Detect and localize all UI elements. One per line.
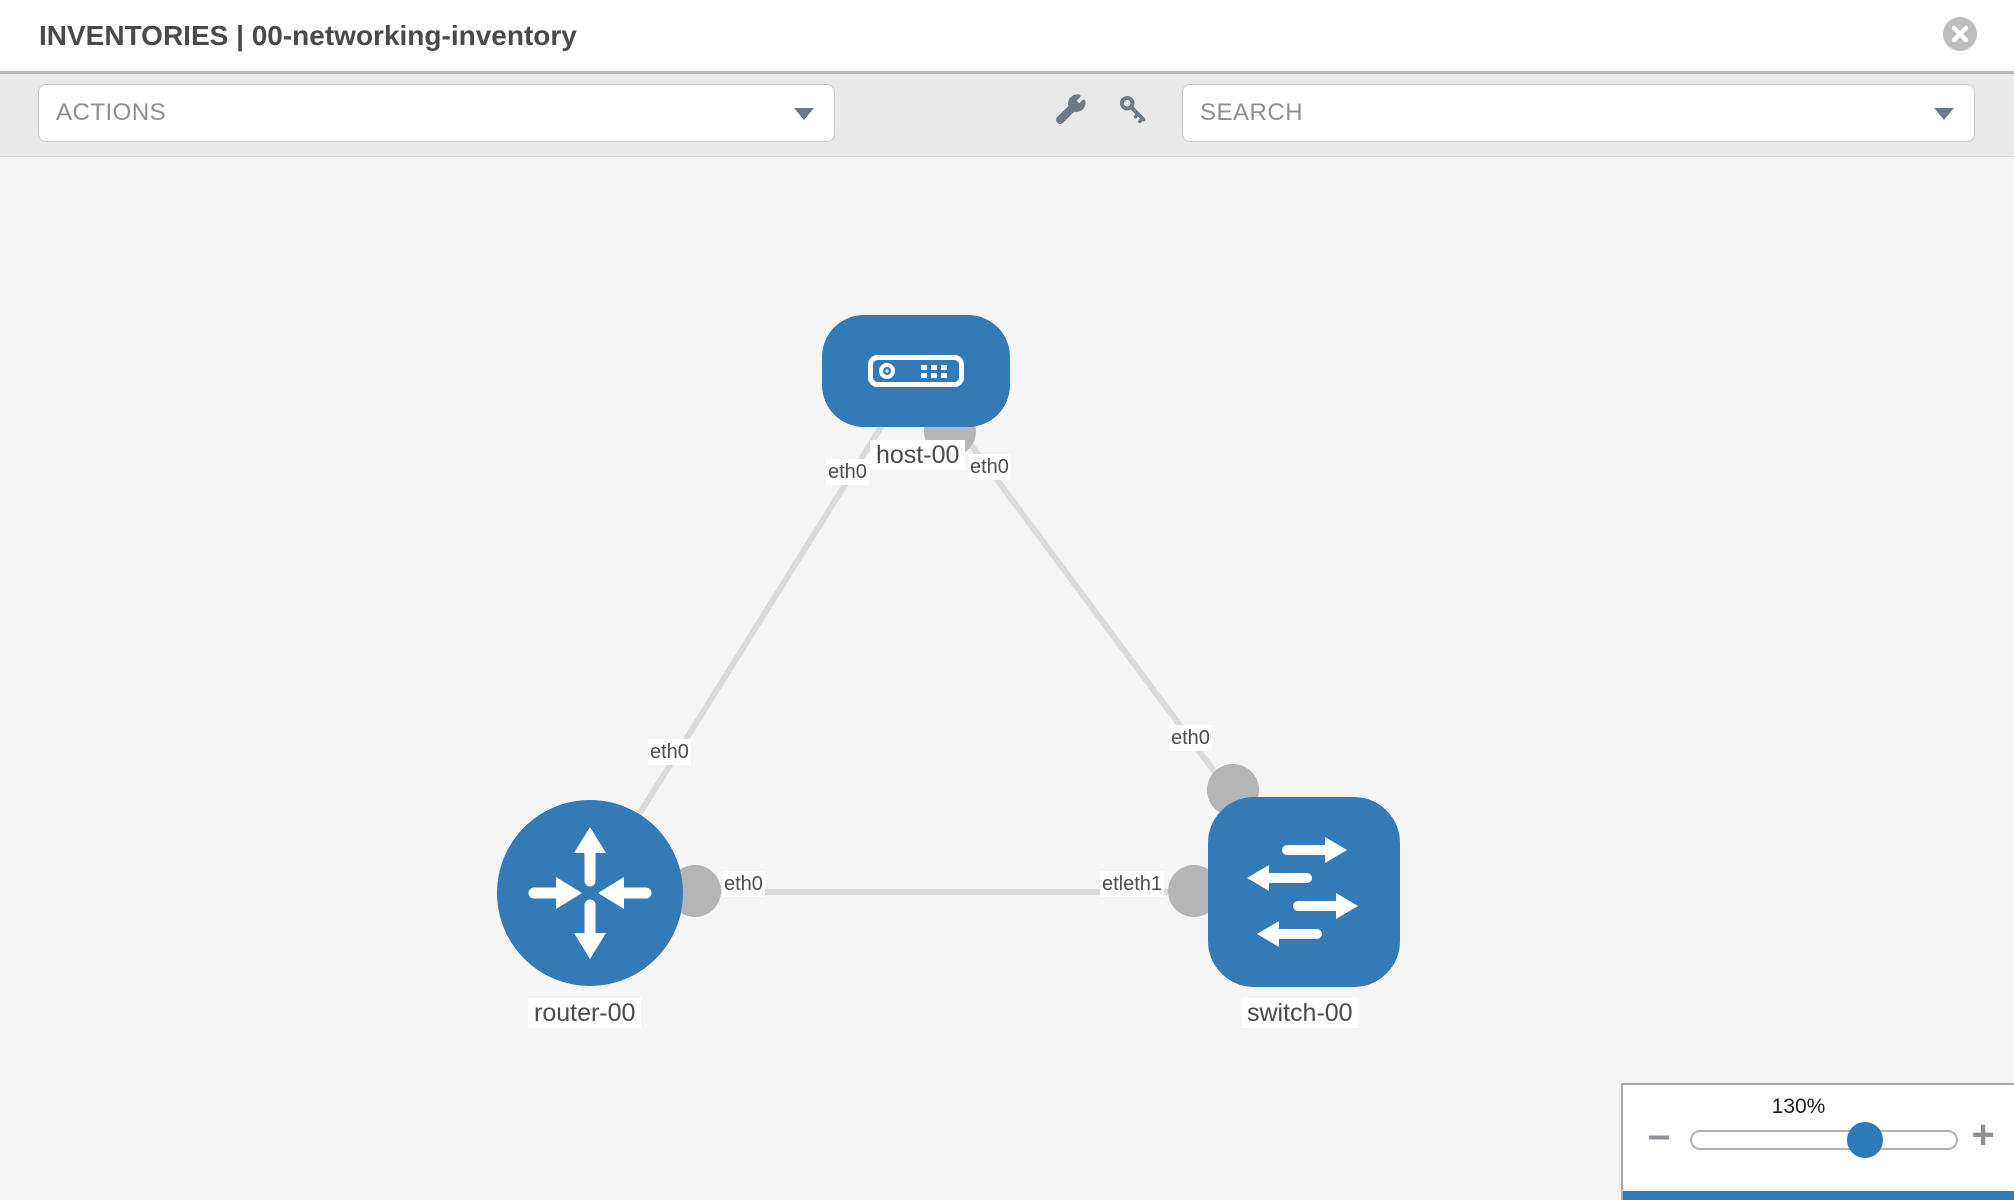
toolbar: ACTIONS SEARCH [0, 71, 2014, 157]
zoom-slider[interactable] [1690, 1122, 1958, 1158]
actions-dropdown[interactable]: ACTIONS [38, 84, 835, 142]
node-label-router-00: router-00 [528, 998, 642, 1028]
interface-label-switch-top: eth0 [1169, 725, 1212, 751]
topology-canvas[interactable]: host-00 router-00 switch-00 eth0 eth0 et… [0, 157, 2014, 1200]
credentials-button[interactable] [1116, 93, 1150, 127]
wrench-icon [1056, 93, 1086, 124]
bottom-accent-bar [1623, 1191, 2014, 1200]
interface-label-router-top: eth0 [648, 739, 691, 765]
actions-dropdown-label: ACTIONS [56, 99, 167, 126]
node-router-00[interactable] [497, 800, 683, 986]
node-label-host-00: host-00 [870, 440, 966, 470]
close-button[interactable] [1943, 17, 1977, 51]
chevron-down-icon [1934, 108, 1954, 120]
interface-label-host-right: eth0 [968, 454, 1011, 480]
zoom-in-button[interactable]: + [1965, 1115, 2001, 1155]
search-dropdown[interactable]: SEARCH [1182, 84, 1975, 142]
node-host-00[interactable] [822, 315, 1010, 427]
close-icon [1951, 25, 1969, 43]
switch-icon [1247, 837, 1358, 947]
node-switch-00[interactable] [1208, 797, 1400, 987]
search-placeholder: SEARCH [1200, 99, 1304, 126]
interface-label-switch-left: etleth1 [1100, 871, 1165, 897]
chevron-down-icon [794, 108, 814, 120]
page-title: INVENTORIES | 00-networking-inventory [39, 19, 577, 51]
header: INVENTORIES | 00-networking-inventory [0, 0, 2014, 71]
link-router-host[interactable] [587, 369, 919, 895]
zoom-panel: 130% – + [1621, 1083, 2014, 1200]
interface-label-host-left: eth0 [826, 459, 869, 485]
zoom-slider-knob[interactable] [1847, 1122, 1883, 1158]
zoom-out-button[interactable]: – [1641, 1115, 1677, 1155]
interface-label-router-right: eth0 [722, 871, 765, 897]
configure-button[interactable] [1054, 93, 1088, 127]
interface-connector-switch-left[interactable] [1168, 865, 1220, 917]
key-icon [1119, 95, 1146, 123]
links-layer [587, 369, 1307, 917]
host-icon [868, 355, 964, 387]
node-label-switch-00: switch-00 [1241, 998, 1359, 1028]
router-icon [528, 827, 652, 959]
zoom-level: 130% [1771, 1095, 1826, 1118]
